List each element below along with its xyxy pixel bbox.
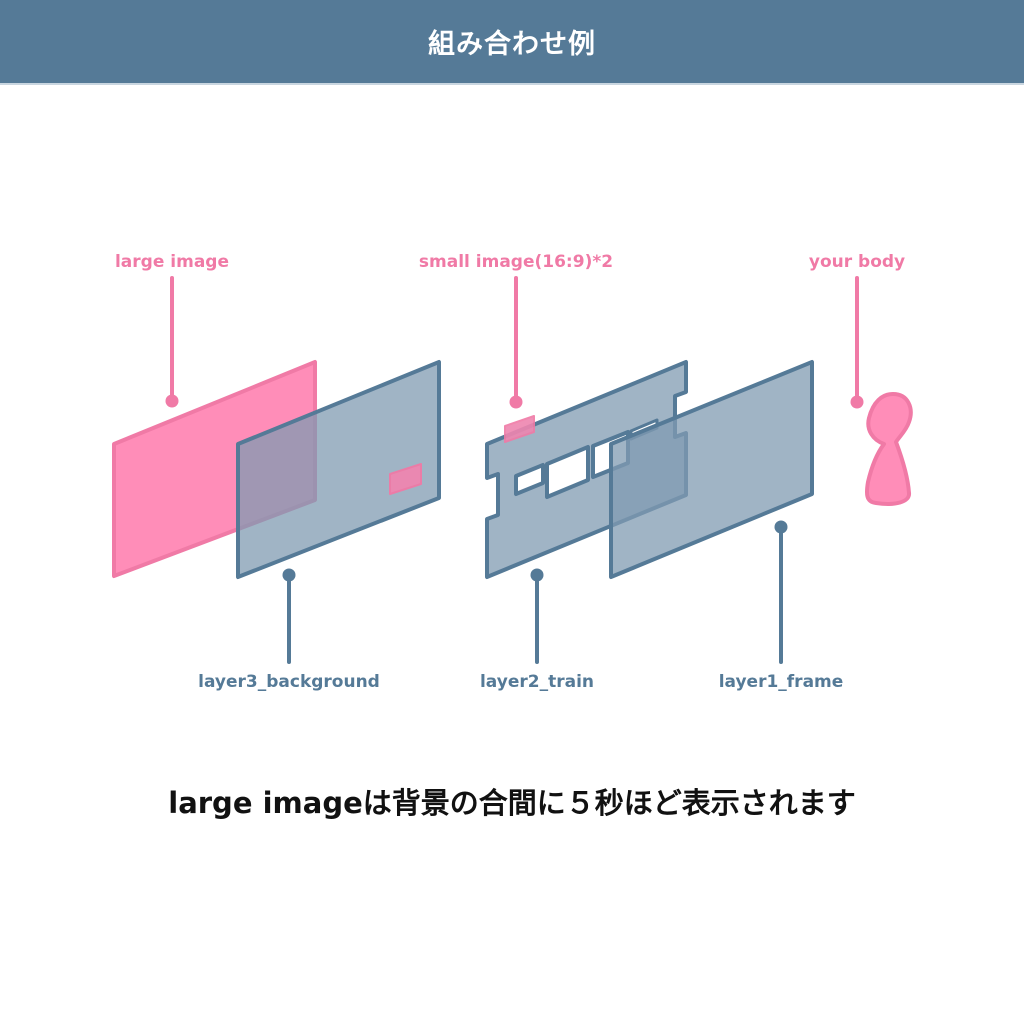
header-bar: 組み合わせ例: [0, 0, 1024, 85]
small-image-on-train: [504, 415, 535, 443]
label-large-image: large image: [115, 252, 229, 272]
blue-leader-layer2: [530, 568, 544, 664]
your-body-silhouette: [865, 392, 913, 506]
train-window-2: [545, 445, 590, 499]
pink-leader-large-image: [165, 276, 179, 408]
caption-text: large imageは背景の合間に５秒ほど表示されます: [168, 786, 856, 820]
label-layer3-background: layer3_background: [198, 672, 380, 692]
blue-leader-layer1: [774, 520, 788, 664]
pink-leader-small-image: [509, 276, 523, 409]
label-layer2-train: layer2_train: [480, 672, 594, 692]
layer3-background-panel: [236, 360, 441, 579]
label-small-image: small image(16:9)*2: [419, 252, 613, 272]
small-image-on-background: [389, 463, 422, 495]
label-layer1-frame: layer1_frame: [719, 672, 844, 692]
layer1-frame-panel: [609, 360, 814, 579]
pink-leader-your-body: [850, 276, 864, 409]
label-your-body: your body: [809, 252, 905, 272]
blue-leader-layer3: [282, 568, 296, 664]
train-window-1: [514, 463, 545, 496]
page-title: 組み合わせ例: [428, 29, 596, 60]
